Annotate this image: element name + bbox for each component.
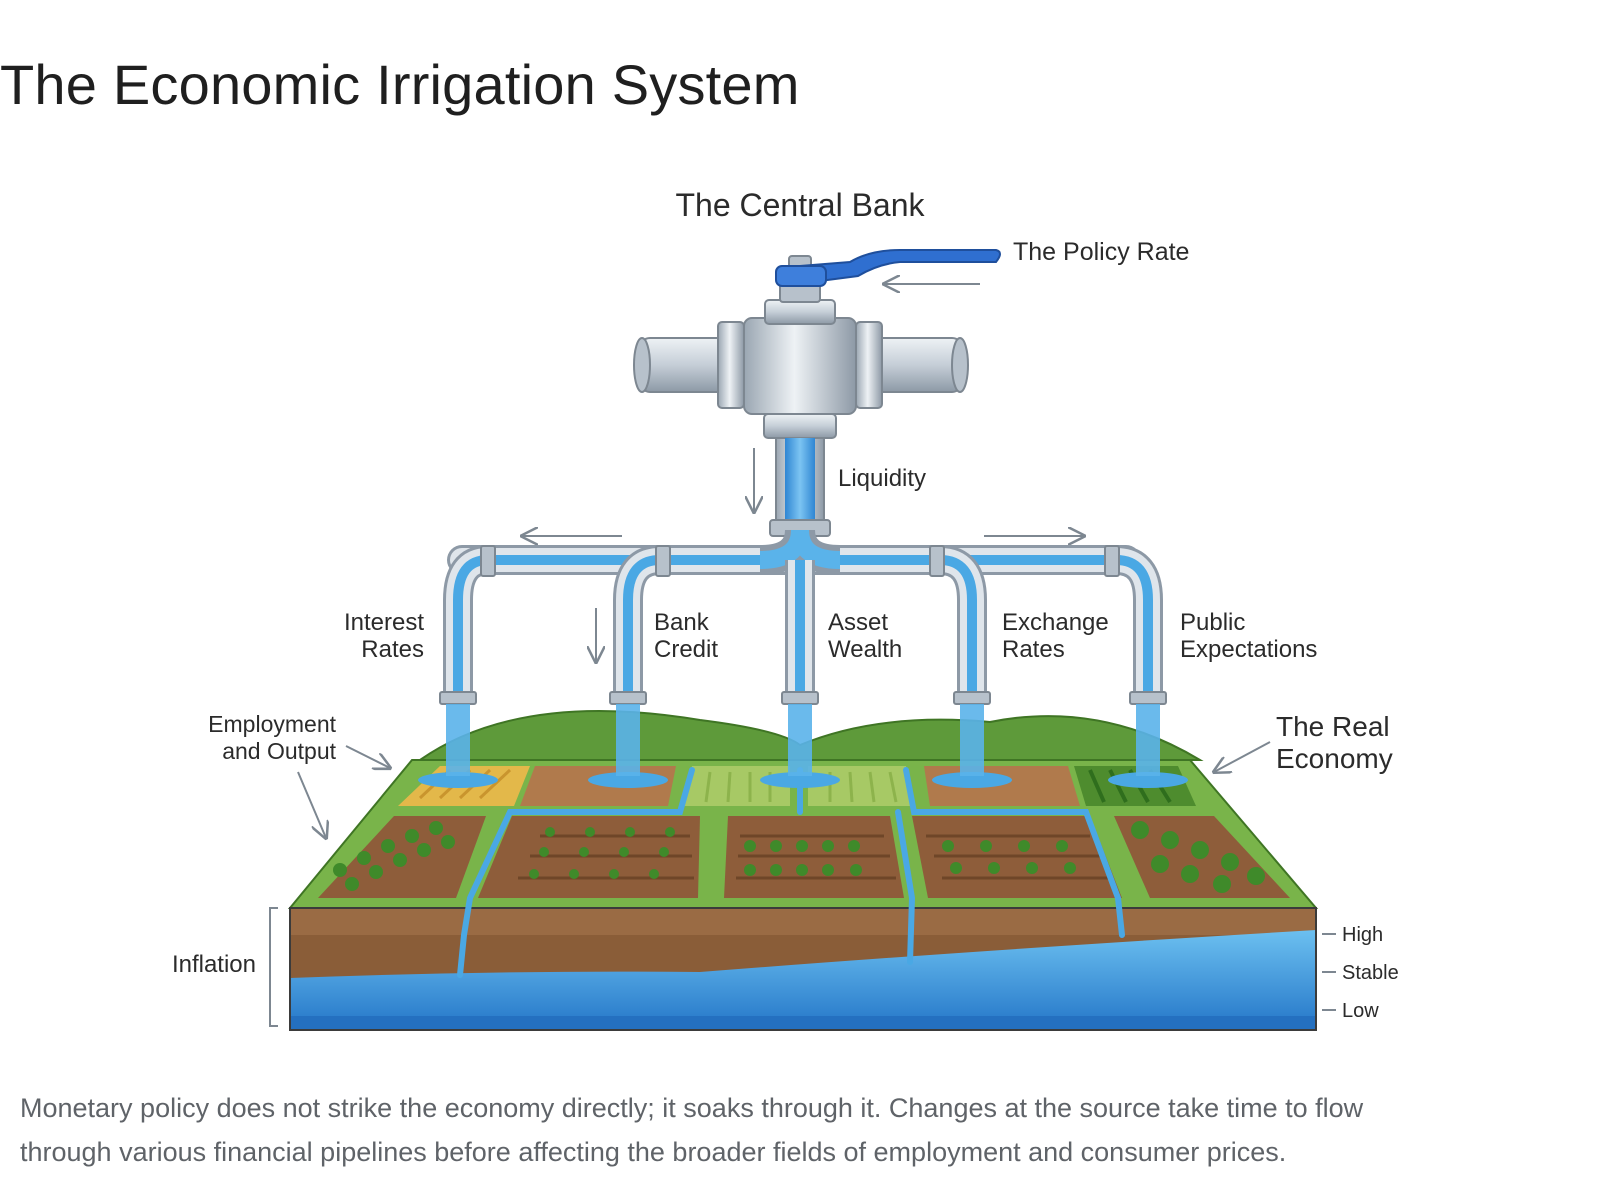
real-economy-label: The Real Economy bbox=[1276, 711, 1393, 774]
svg-text:Bank: Bank bbox=[654, 609, 710, 636]
liquidity-pipe bbox=[769, 437, 831, 537]
inflation-label: Inflation bbox=[172, 951, 256, 978]
channel-label-exchange-rates: Exchange Rates bbox=[1002, 609, 1109, 663]
channel-pipes bbox=[439, 545, 1167, 776]
real-economy-land bbox=[287, 710, 1319, 1031]
svg-text:Economy: Economy bbox=[1276, 743, 1393, 774]
caption: Monetary policy does not strike the econ… bbox=[20, 1086, 1560, 1174]
employment-output-label: Employment and Output bbox=[208, 711, 336, 764]
level-high: High bbox=[1342, 924, 1383, 946]
svg-text:Employment: Employment bbox=[208, 711, 336, 737]
irrigation-diagram: The Central Bank The Policy Rate Liquidi… bbox=[0, 150, 1600, 1050]
inflation-level-scale: High Stable Low bbox=[1322, 924, 1399, 1022]
svg-text:Public: Public bbox=[1180, 609, 1245, 636]
svg-text:Exchange: Exchange bbox=[1002, 609, 1109, 636]
page-title: The Economic Irrigation System bbox=[0, 53, 800, 116]
employment-arrow-1 bbox=[345, 745, 390, 768]
svg-text:Asset: Asset bbox=[828, 609, 888, 636]
svg-text:and Output: and Output bbox=[222, 738, 336, 764]
channel-label-asset-wealth: Asset Wealth bbox=[828, 609, 902, 663]
policy-rate-label: The Policy Rate bbox=[1013, 238, 1189, 266]
channel-label-public-expectations: Public Expectations bbox=[1180, 609, 1317, 663]
channel-label-interest-rates: Interest Rates bbox=[344, 609, 424, 663]
real-economy-arrow bbox=[1214, 741, 1271, 772]
svg-text:Wealth: Wealth bbox=[828, 636, 902, 663]
diagram-canvas: The Central Bank The Policy Rate Liquidi… bbox=[172, 187, 1399, 1031]
svg-text:Expectations: Expectations bbox=[1180, 636, 1317, 663]
svg-text:Credit: Credit bbox=[654, 636, 718, 663]
svg-text:Rates: Rates bbox=[361, 636, 424, 663]
policy-rate-valve-handle[interactable] bbox=[775, 249, 1001, 287]
channel-label-bank-credit: Bank Credit bbox=[654, 609, 718, 663]
svg-text:Interest: Interest bbox=[344, 609, 424, 636]
level-stable: Stable bbox=[1342, 962, 1399, 984]
caption-line-1: Monetary policy does not strike the econ… bbox=[20, 1093, 1364, 1123]
distribution-manifold bbox=[447, 528, 1141, 575]
caption-line-2: through various financial pipelines befo… bbox=[20, 1137, 1287, 1167]
level-low: Low bbox=[1342, 1000, 1379, 1022]
svg-text:The Real: The Real bbox=[1276, 711, 1390, 742]
central-bank-label: The Central Bank bbox=[675, 187, 925, 223]
liquidity-label: Liquidity bbox=[838, 465, 926, 492]
employment-arrow-2 bbox=[297, 771, 326, 838]
svg-text:Rates: Rates bbox=[1002, 636, 1065, 663]
inflation-bracket bbox=[269, 907, 278, 1027]
